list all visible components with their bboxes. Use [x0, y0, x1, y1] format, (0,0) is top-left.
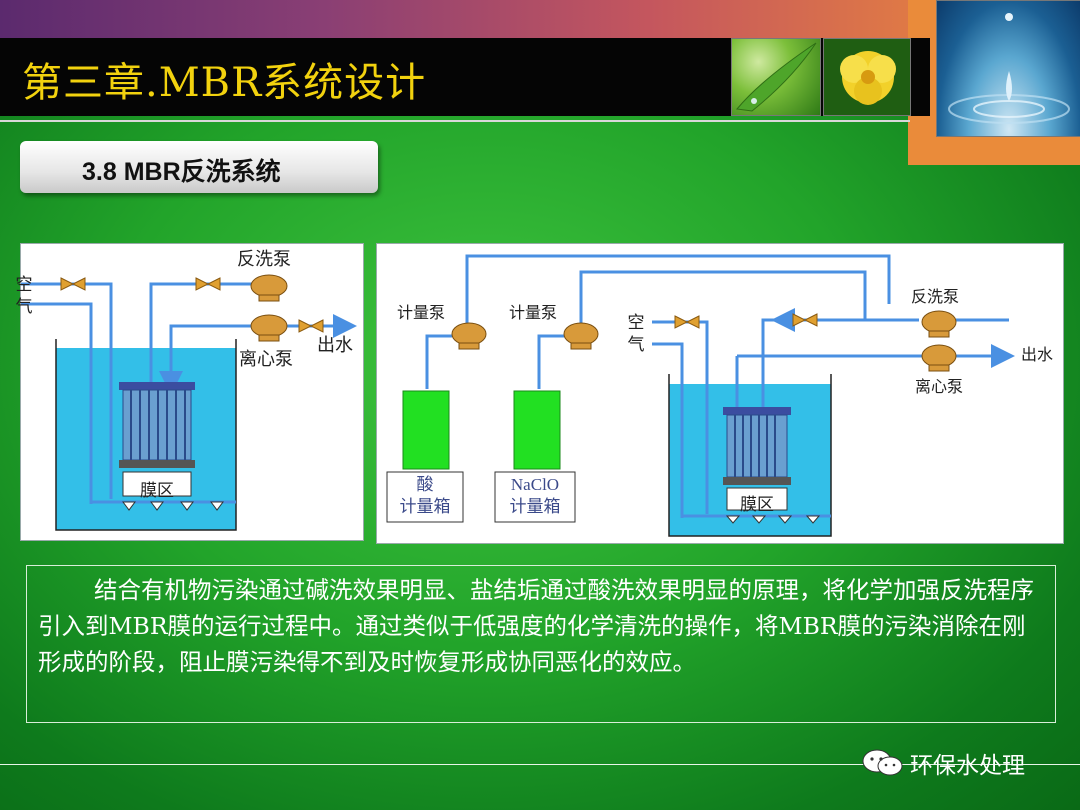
header-divider: [0, 120, 910, 122]
description-box: [26, 565, 1056, 723]
outlet-label: 出水: [317, 335, 353, 355]
air-label-char-2: 气: [627, 335, 645, 354]
air-label-char-2: 气: [15, 297, 33, 316]
water-drop-photo: [936, 0, 1080, 137]
outlet-label: 出水: [1021, 347, 1054, 364]
header-gradient-bar: [0, 0, 1080, 38]
wechat-icon: [862, 748, 904, 778]
leaf-photo: [731, 38, 821, 116]
air-label: 空 气: [627, 312, 645, 356]
membrane-zone-label: 膜区: [140, 481, 174, 500]
backwash-pump-label: 反洗泵: [911, 289, 960, 306]
centrifugal-pump-label: 离心泵: [915, 379, 964, 396]
metering-pump-1-label: 计量泵: [397, 305, 446, 322]
page-title: 第三章.MBR系统设计: [22, 60, 427, 106]
air-label: 空 气: [15, 274, 33, 318]
membrane-zone-label: 膜区: [740, 495, 774, 514]
air-label-char-1: 空: [15, 275, 33, 294]
acid-tank-label: 酸 计量箱: [387, 474, 463, 518]
backwash-pump-label: 反洗泵: [237, 249, 291, 269]
naclo-tank-name: NaClO: [510, 475, 560, 494]
acid-tank-name: 酸: [416, 475, 434, 494]
flower-photo: [823, 38, 911, 116]
naclo-tank-sub: 计量箱: [509, 497, 561, 516]
backwash-diagram-chemical: 计量泵 计量泵 空 气 反洗泵 离心泵 出水 酸 计量箱 NaClO 计量箱 膜…: [376, 243, 1064, 544]
metering-pump-2-label: 计量泵: [509, 305, 558, 322]
brand-name: 环保水处理: [910, 753, 1025, 779]
footer-line: [0, 764, 1080, 765]
backwash-diagram-simple: 空 气 反洗泵 离心泵 出水 膜区: [16, 243, 364, 541]
description-text: 结合有机物污染通过碱洗效果明显、盐结垢通过酸洗效果明显的原理，将化学加强反洗程序…: [38, 576, 1034, 676]
section-title-box: [20, 141, 378, 193]
section-title: 3.8 MBR反洗系统: [82, 158, 281, 186]
centrifugal-pump-label: 离心泵: [239, 349, 293, 369]
acid-tank-sub: 计量箱: [399, 497, 451, 516]
air-label-char-1: 空: [627, 313, 645, 332]
naclo-tank-label: NaClO 计量箱: [495, 474, 575, 518]
